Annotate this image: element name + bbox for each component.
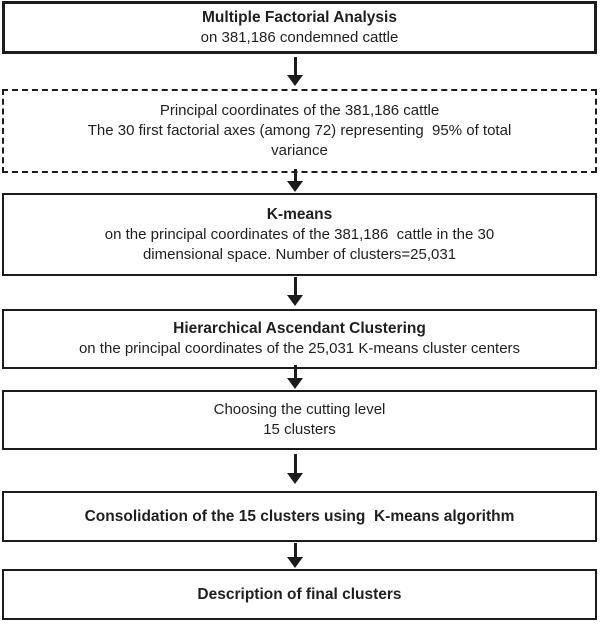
box-consolidation: Consolidation of the 15 clusters using K… (2, 491, 597, 542)
arrow-head (287, 75, 303, 86)
box-line: variance (271, 142, 328, 159)
arrow-stem (293, 365, 297, 378)
box-line: Principal coordinates of the 381,186 cat… (159, 102, 440, 119)
arrow-down-icon (287, 454, 303, 484)
box-line: on the principal coordinates of the 25,0… (78, 340, 521, 357)
arrow-head (287, 473, 303, 484)
arrow-stem (293, 454, 297, 473)
box-choosing-cutting-level: Choosing the cutting level 15 clusters (2, 390, 597, 450)
box-multiple-factorial-analysis: Multiple Factorial Analysis on 381,186 c… (2, 1, 597, 54)
arrow-down-icon (287, 169, 303, 192)
arrow-head (287, 181, 303, 192)
arrow-stem (293, 277, 297, 295)
arrow-head (287, 295, 303, 306)
box-line: Choosing the cutting level (213, 401, 386, 418)
arrow-stem (293, 57, 297, 75)
box-title: Multiple Factorial Analysis (202, 8, 397, 26)
box-line: on 381,186 condemned cattle (200, 28, 399, 46)
box-title: Consolidation of the 15 clusters using K… (84, 507, 515, 525)
arrow-stem (293, 543, 297, 557)
arrow-down-icon (287, 365, 303, 389)
box-title: Hierarchical Ascendant Clustering (173, 320, 426, 337)
arrow-head (287, 378, 303, 389)
box-hierarchical-ascendant-clustering: Hierarchical Ascendant Clustering on the… (2, 309, 597, 369)
box-line: dimensional space. Number of clusters=25… (142, 245, 457, 263)
box-line: The 30 first factorial axes (among 72) r… (87, 122, 512, 139)
arrow-stem (293, 169, 297, 181)
box-line: 15 clusters (263, 421, 336, 438)
arrow-down-icon (287, 543, 303, 568)
arrow-down-icon (287, 57, 303, 86)
box-title: Description of final clusters (197, 585, 402, 603)
box-principal-coordinates: Principal coordinates of the 381,186 cat… (2, 89, 597, 173)
box-line: on the principal coordinates of the 381,… (104, 225, 495, 243)
box-title: K-means (266, 205, 333, 223)
box-k-means: K-means on the principal coordinates of … (2, 193, 597, 276)
arrow-down-icon (287, 277, 303, 306)
arrow-head (287, 557, 303, 568)
box-description-final-clusters: Description of final clusters (2, 569, 597, 620)
